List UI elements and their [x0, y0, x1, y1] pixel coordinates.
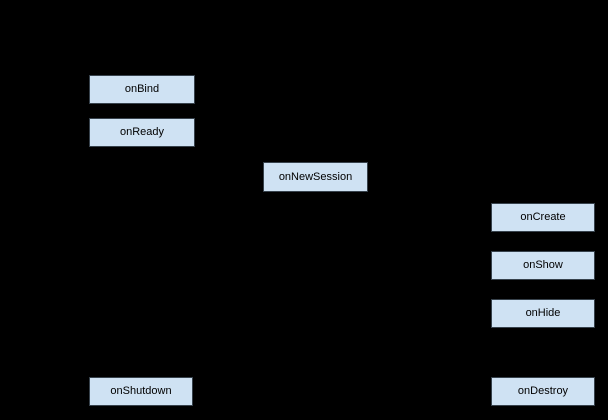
diagram-node-onshow: onShow [491, 251, 595, 280]
diagram-node-onshutdown: onShutdown [89, 377, 193, 406]
diagram-node-ondestroy: onDestroy [491, 377, 595, 406]
diagram-node-onnewsession: onNewSession [263, 162, 368, 192]
diagram-node-onbind: onBind [89, 75, 195, 104]
diagram-node-onhide: onHide [491, 299, 595, 328]
diagram-node-oncreate: onCreate [491, 203, 595, 232]
diagram-node-onready: onReady [89, 118, 195, 147]
